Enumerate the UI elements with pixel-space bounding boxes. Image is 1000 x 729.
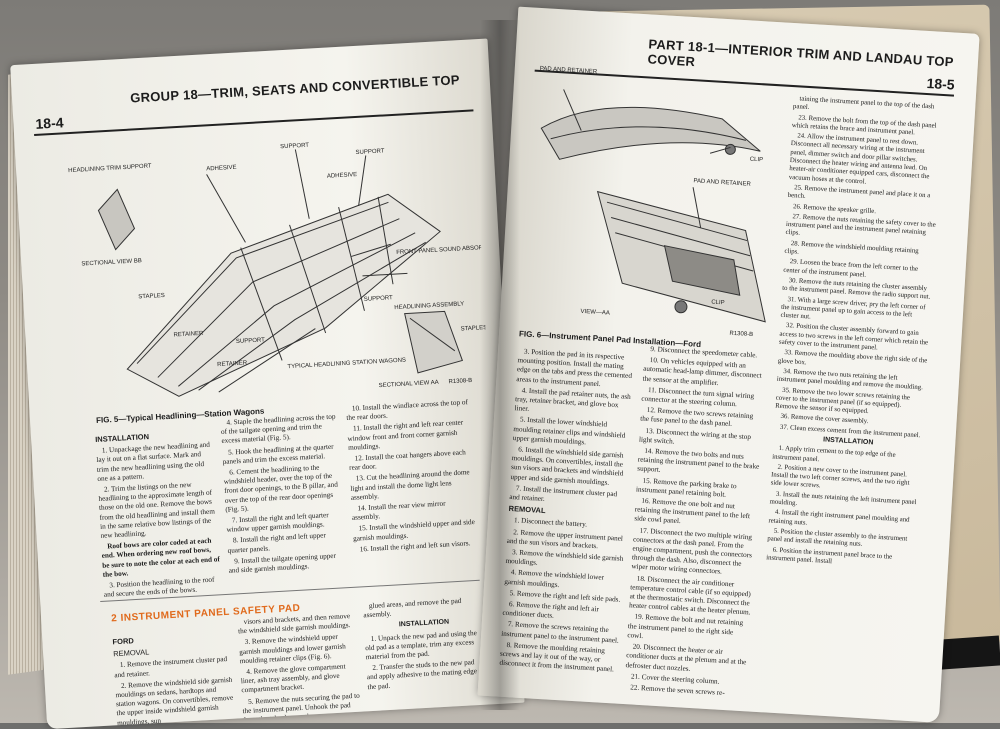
left-col-2: 4. Staple the headlining across the top … xyxy=(220,412,347,578)
left-page-header: GROUP 18—TRIM, SEATS AND CONVERTIBLE TOP xyxy=(129,72,461,106)
fig6-label-5: VIEW—AA xyxy=(580,309,610,317)
left-col-1-p2: 2. Trim the listings on the new headlini… xyxy=(98,480,216,540)
headlining-figure: HEADLINING TRIM SUPPORT ADHESIVE SUPPORT… xyxy=(68,143,489,397)
right-col-1-p1: 3. Position the pad in its respective mo… xyxy=(516,347,633,388)
right-page-number: 18-5 xyxy=(926,74,956,93)
right-col-2-p12: 20. Disconnect the heater or air conditi… xyxy=(625,642,747,673)
left-col-2-p1: 4. Staple the headlining across the top … xyxy=(220,412,336,446)
sec-col-3-p2: 1. Unpack the new pad and using the old … xyxy=(365,628,478,662)
fig5-label-14: STAPLES xyxy=(460,325,487,332)
fig5-label-7: STAPLES xyxy=(138,293,165,300)
left-col-3-p2: 11. Install the right and left rear cent… xyxy=(347,418,464,452)
fig5-label-11: FRONT PANEL SOUND ABSORBER xyxy=(396,244,489,256)
fig5-label-10: RETAINER xyxy=(217,360,248,368)
sec-col-1: FORD REMOVAL 1. Remove the instrument cl… xyxy=(112,629,235,729)
left-col-1-p1: 1. Unpackage the new headlining and lay … xyxy=(96,440,211,483)
right-col-2-p10: 18. Disconnect the air conditioner tempe… xyxy=(628,574,752,617)
fig5-label-12: SUPPORT xyxy=(364,295,394,303)
left-page-number: 18-4 xyxy=(35,114,64,132)
right-col-3-p3: 24. Allow the instrument panel to rest d… xyxy=(788,132,930,186)
sec-col-2-p2: 3. Remove the windshield upper garnish m… xyxy=(239,633,346,666)
right-page: PART 18-1—INTERIOR TRIM AND LANDAU TOP C… xyxy=(477,6,980,723)
left-col-2-p3: 6. Cement the headlining to the windshie… xyxy=(223,463,339,514)
left-col-3: 10. Install the windlace across the top … xyxy=(346,398,478,557)
right-col-2-p9: 17. Disconnect the two multiple wiring c… xyxy=(631,526,753,577)
instrument-pad-figure: PAD AND RETAINER CLIP PAD AND RETAINER C… xyxy=(540,66,766,338)
right-col-2: 9. Disconnect the speedometer cable. 10.… xyxy=(624,345,767,702)
fig6-label-2: CLIP xyxy=(750,157,764,164)
sec-col-2-p3: 4. Remove the glove compartment liner, a… xyxy=(240,662,346,695)
left-col-2-p6: 9. Install the tailgate opening upper an… xyxy=(228,551,337,575)
fig5-label-6: SECTIONAL VIEW BB xyxy=(81,258,142,267)
fig6-label-1: PAD AND RETAINER xyxy=(540,66,598,75)
right-col-2-p8: 16. Remove the one bolt and nut retainin… xyxy=(634,496,751,526)
sec-col-2: visors and brackets, and then remove the… xyxy=(237,612,361,728)
right-col-1-p2: 4. Install the pad retainer nuts, the as… xyxy=(514,386,631,414)
fig5-label-17: R1308-B xyxy=(448,378,472,385)
left-col-1-p3: Roof bows are color coded at each end. W… xyxy=(101,536,221,579)
fig5-label-5: ADHESIVE xyxy=(327,172,358,180)
fig6-label-6: R1308-B xyxy=(729,331,753,338)
fig5-label-2: ADHESIVE xyxy=(206,165,237,173)
fig6-label-3: PAD AND RETAINER xyxy=(693,178,751,187)
right-col-3: taining the instrument panel to the top … xyxy=(766,95,944,573)
right-col-2-p11: 19. Remove the bolt and nut retaining th… xyxy=(627,613,744,640)
fig5-label-3: SUPPORT xyxy=(280,143,310,151)
fig5-label-16: SECTIONAL VIEW AA xyxy=(379,380,439,389)
fig5-label-8: RETAINER xyxy=(173,331,204,339)
book-gutter xyxy=(480,20,520,710)
right-col-2-p2: 10. On vehicles equipped with an automat… xyxy=(642,356,762,387)
fig5-label-4: SUPPORT xyxy=(355,148,385,156)
fig5-label-9: SUPPORT xyxy=(236,337,266,345)
right-col-2-p6: 14. Remove the two bolts and nuts retain… xyxy=(637,446,760,475)
right-col-1-p4: 6. Install the windshield side garnish m… xyxy=(510,445,624,487)
left-col-3-p4: 13. Cut the headlining around the dome l… xyxy=(350,468,470,502)
right-col-1-p3: 5. Install the lower windshield moulding… xyxy=(512,415,626,447)
fig5-label-1: HEADLINING TRIM SUPPORT xyxy=(68,163,152,174)
fig5-label-13: HEADLINING ASSEMBLY xyxy=(394,301,464,311)
sec-col-3: glued areas, and remove the pad assembly… xyxy=(363,596,488,694)
sec-col-3-p3: 2. Transfer the studs to the new pad and… xyxy=(366,658,485,691)
fig6-label-4: CLIP xyxy=(711,300,725,307)
left-col-1: INSTALLATION 1. Unpackage the new headli… xyxy=(95,426,222,602)
left-page: GROUP 18—TRIM, SEATS AND CONVERTIBLE TOP… xyxy=(10,38,525,729)
fig5-label-15: TYPICAL HEADLINING STATION WAGONS xyxy=(287,358,406,371)
